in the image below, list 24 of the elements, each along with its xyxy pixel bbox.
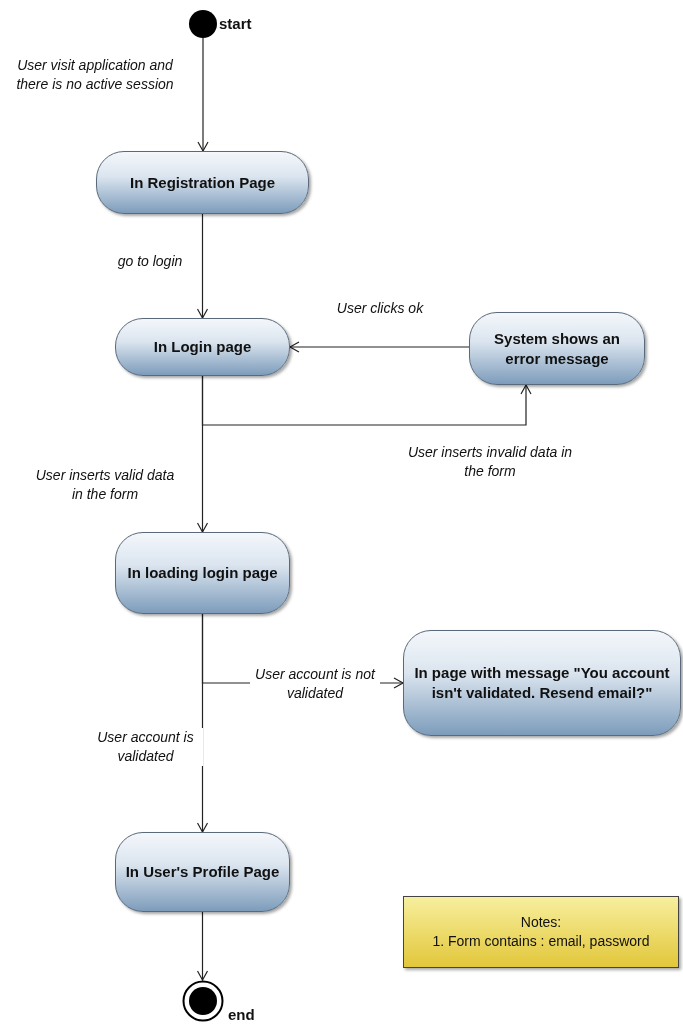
activity-box: [115, 532, 290, 614]
arrow: [289, 341, 470, 353]
activity-box: [115, 832, 290, 912]
activity-text: In loading login page: [126, 563, 279, 583]
activity-box: [403, 630, 681, 736]
arrow: [196, 213, 209, 319]
note-box: [403, 896, 679, 968]
arrow: [196, 375, 209, 533]
arrow: [196, 911, 209, 981]
activity-text: In page with message "You account isn't validated. Resend email?": [413, 663, 671, 703]
activity-text: In User's Profile Page: [124, 862, 281, 882]
initial-state-circle: [189, 10, 217, 38]
activity-box: [469, 312, 645, 385]
activity-text: In Login page: [152, 337, 253, 357]
final-state-circle: [182, 980, 224, 1022]
activity-text: In Registration Page: [129, 172, 276, 193]
state-label: end: [228, 1006, 255, 1023]
arrow: [197, 37, 209, 152]
note-text: 1. Form contains : email, password: [432, 932, 650, 951]
activity-box: [115, 318, 290, 376]
activity-text: System shows an error message: [493, 328, 621, 369]
activity-box: [96, 151, 309, 214]
state-label: start: [219, 15, 252, 32]
note-text: Notes:: [520, 913, 562, 932]
